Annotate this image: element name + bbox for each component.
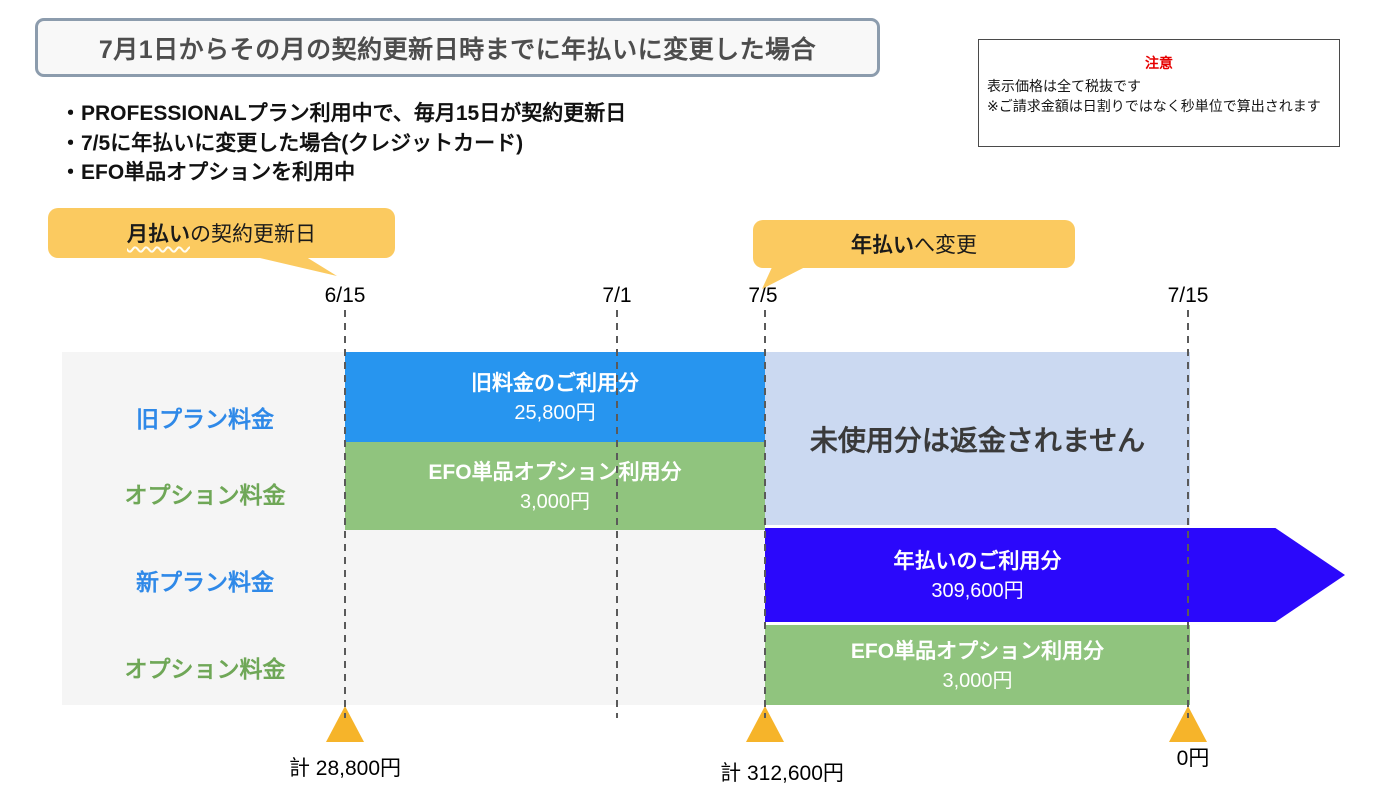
callout-yearly-rest: へ変更 [914,234,977,257]
caution-note-box: 注意 表示価格は全て税抜です ※ご請求金額は日割りではなく秒単位で算出されます [978,39,1340,147]
page-title: 7月1日からその月の契約更新日時までに年払いに変更した場合 [35,18,880,77]
scenario-bullet-change-date: ・7/5に年払いに変更した場合(クレジットカード) [60,131,524,155]
page-title-text: 7月1日からその月の契約更新日時までに年払いに変更した場合 [98,35,817,64]
callout-monthly-highlight: 月払い [127,223,190,246]
billing-total-6-15: 計 28,800円 [288,757,402,780]
date-label-6-15: 6/15 [324,284,366,307]
bar-old-plan-title: 旧料金のご利用分 [471,371,639,395]
row-label-new-plan: 新プラン料金 [136,569,274,595]
callout-monthly-renewal: 月払いの契約更新日 [48,208,395,258]
caution-line-1: 表示価格は全て税抜です [987,78,1141,94]
row-label-option-bottom: オプション料金 [124,656,286,682]
callout-monthly-rest: の契約更新日 [190,223,316,246]
bar-old-plan-usage: 旧料金のご利用分 25,800円 [345,352,765,442]
scenario-bullet-option: ・EFO単品オプションを利用中 [60,161,356,184]
bar-efo-old-amount: 3,000円 [519,490,591,513]
no-refund-notice: 未使用分は返金されません [765,352,1190,525]
callout-monthly-text: 月払いの契約更新日 [127,218,316,248]
bar-yearly-title: 年払いのご利用分 [893,549,1062,573]
billing-total-7-15: 0円 [1176,747,1210,770]
callout-yearly-text: 年払いへ変更 [851,229,977,259]
callout-monthly-tail [247,255,337,276]
bar-efo-option-old: EFO単品オプション利用分 3,000円 [345,442,765,530]
row-label-option-top: オプション料金 [124,482,286,508]
bar-yearly-amount: 309,600円 [931,579,1024,602]
callout-yearly-change: 年払いへ変更 [753,220,1075,268]
date-label-7-1: 7/1 [602,284,632,307]
date-label-7-5: 7/5 [748,284,778,307]
date-label-7-15: 7/15 [1167,284,1209,307]
bar-efo-new-amount: 3,000円 [942,669,1013,692]
caution-line-2: ※ご請求金額は日割りではなく秒単位で算出されます [987,98,1321,114]
caution-heading: 注意 [1145,55,1173,71]
no-refund-text: 未使用分は返金されません [809,424,1146,456]
scenario-bullet-list: ・PROFESSIONALプラン利用中で、毎月15日が契約更新日 ・7/5に年払… [60,99,626,188]
row-label-old-plan: 旧プラン料金 [136,406,274,432]
bar-efo-option-new: EFO単品オプション利用分 3,000円 [765,625,1190,705]
dashed-line-6-15 [344,310,346,718]
billing-total-7-5: 計 312,600円 [720,762,844,785]
bar-yearly-usage-arrow: 年払いのご利用分 309,600円 [765,528,1345,622]
bar-efo-old-title: EFO単品オプション利用分 [428,460,682,484]
scenario-bullet-plan: ・PROFESSIONALプラン利用中で、毎月15日が契約更新日 [60,102,627,125]
dashed-line-7-1 [616,310,618,718]
dashed-line-7-5 [764,310,766,718]
bar-yearly-usage-text: 年払いのご利用分 309,600円 [765,528,1190,622]
callout-yearly-highlight: 年払い [851,234,914,257]
bar-old-plan-amount: 25,800円 [514,401,596,424]
callout-yearly-tail [762,265,809,289]
dashed-line-7-15 [1187,310,1189,718]
bar-efo-new-title: EFO単品オプション利用分 [850,639,1105,663]
